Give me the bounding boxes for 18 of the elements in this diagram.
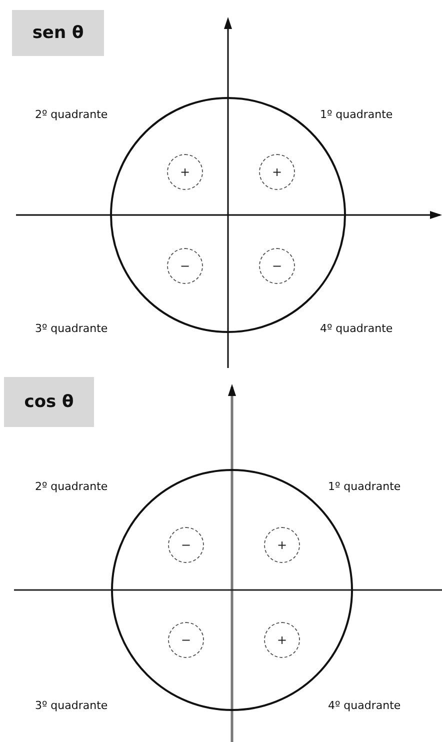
quadrant-label: 1º quadrante <box>320 108 393 121</box>
function-label: cos θ <box>4 377 94 427</box>
sign-circle: + <box>167 154 203 190</box>
quadrant-label: 2º quadrante <box>35 480 108 493</box>
sign-circle: + <box>259 154 295 190</box>
sign-circle: − <box>168 622 204 658</box>
sign-circle: + <box>264 527 300 563</box>
function-label: sen θ <box>12 10 104 56</box>
quadrant-label: 2º quadrante <box>35 108 108 121</box>
quadrant-label: 1º quadrante <box>328 480 401 493</box>
quadrant-label: 3º quadrante <box>35 322 108 335</box>
sign-circle: − <box>167 248 203 284</box>
sign-circle: − <box>259 248 295 284</box>
quadrant-label: 4º quadrante <box>320 322 393 335</box>
quadrant-label: 3º quadrante <box>35 699 108 712</box>
sign-circle: + <box>264 622 300 658</box>
quadrant-label: 4º quadrante <box>328 699 401 712</box>
sign-circle: − <box>168 527 204 563</box>
